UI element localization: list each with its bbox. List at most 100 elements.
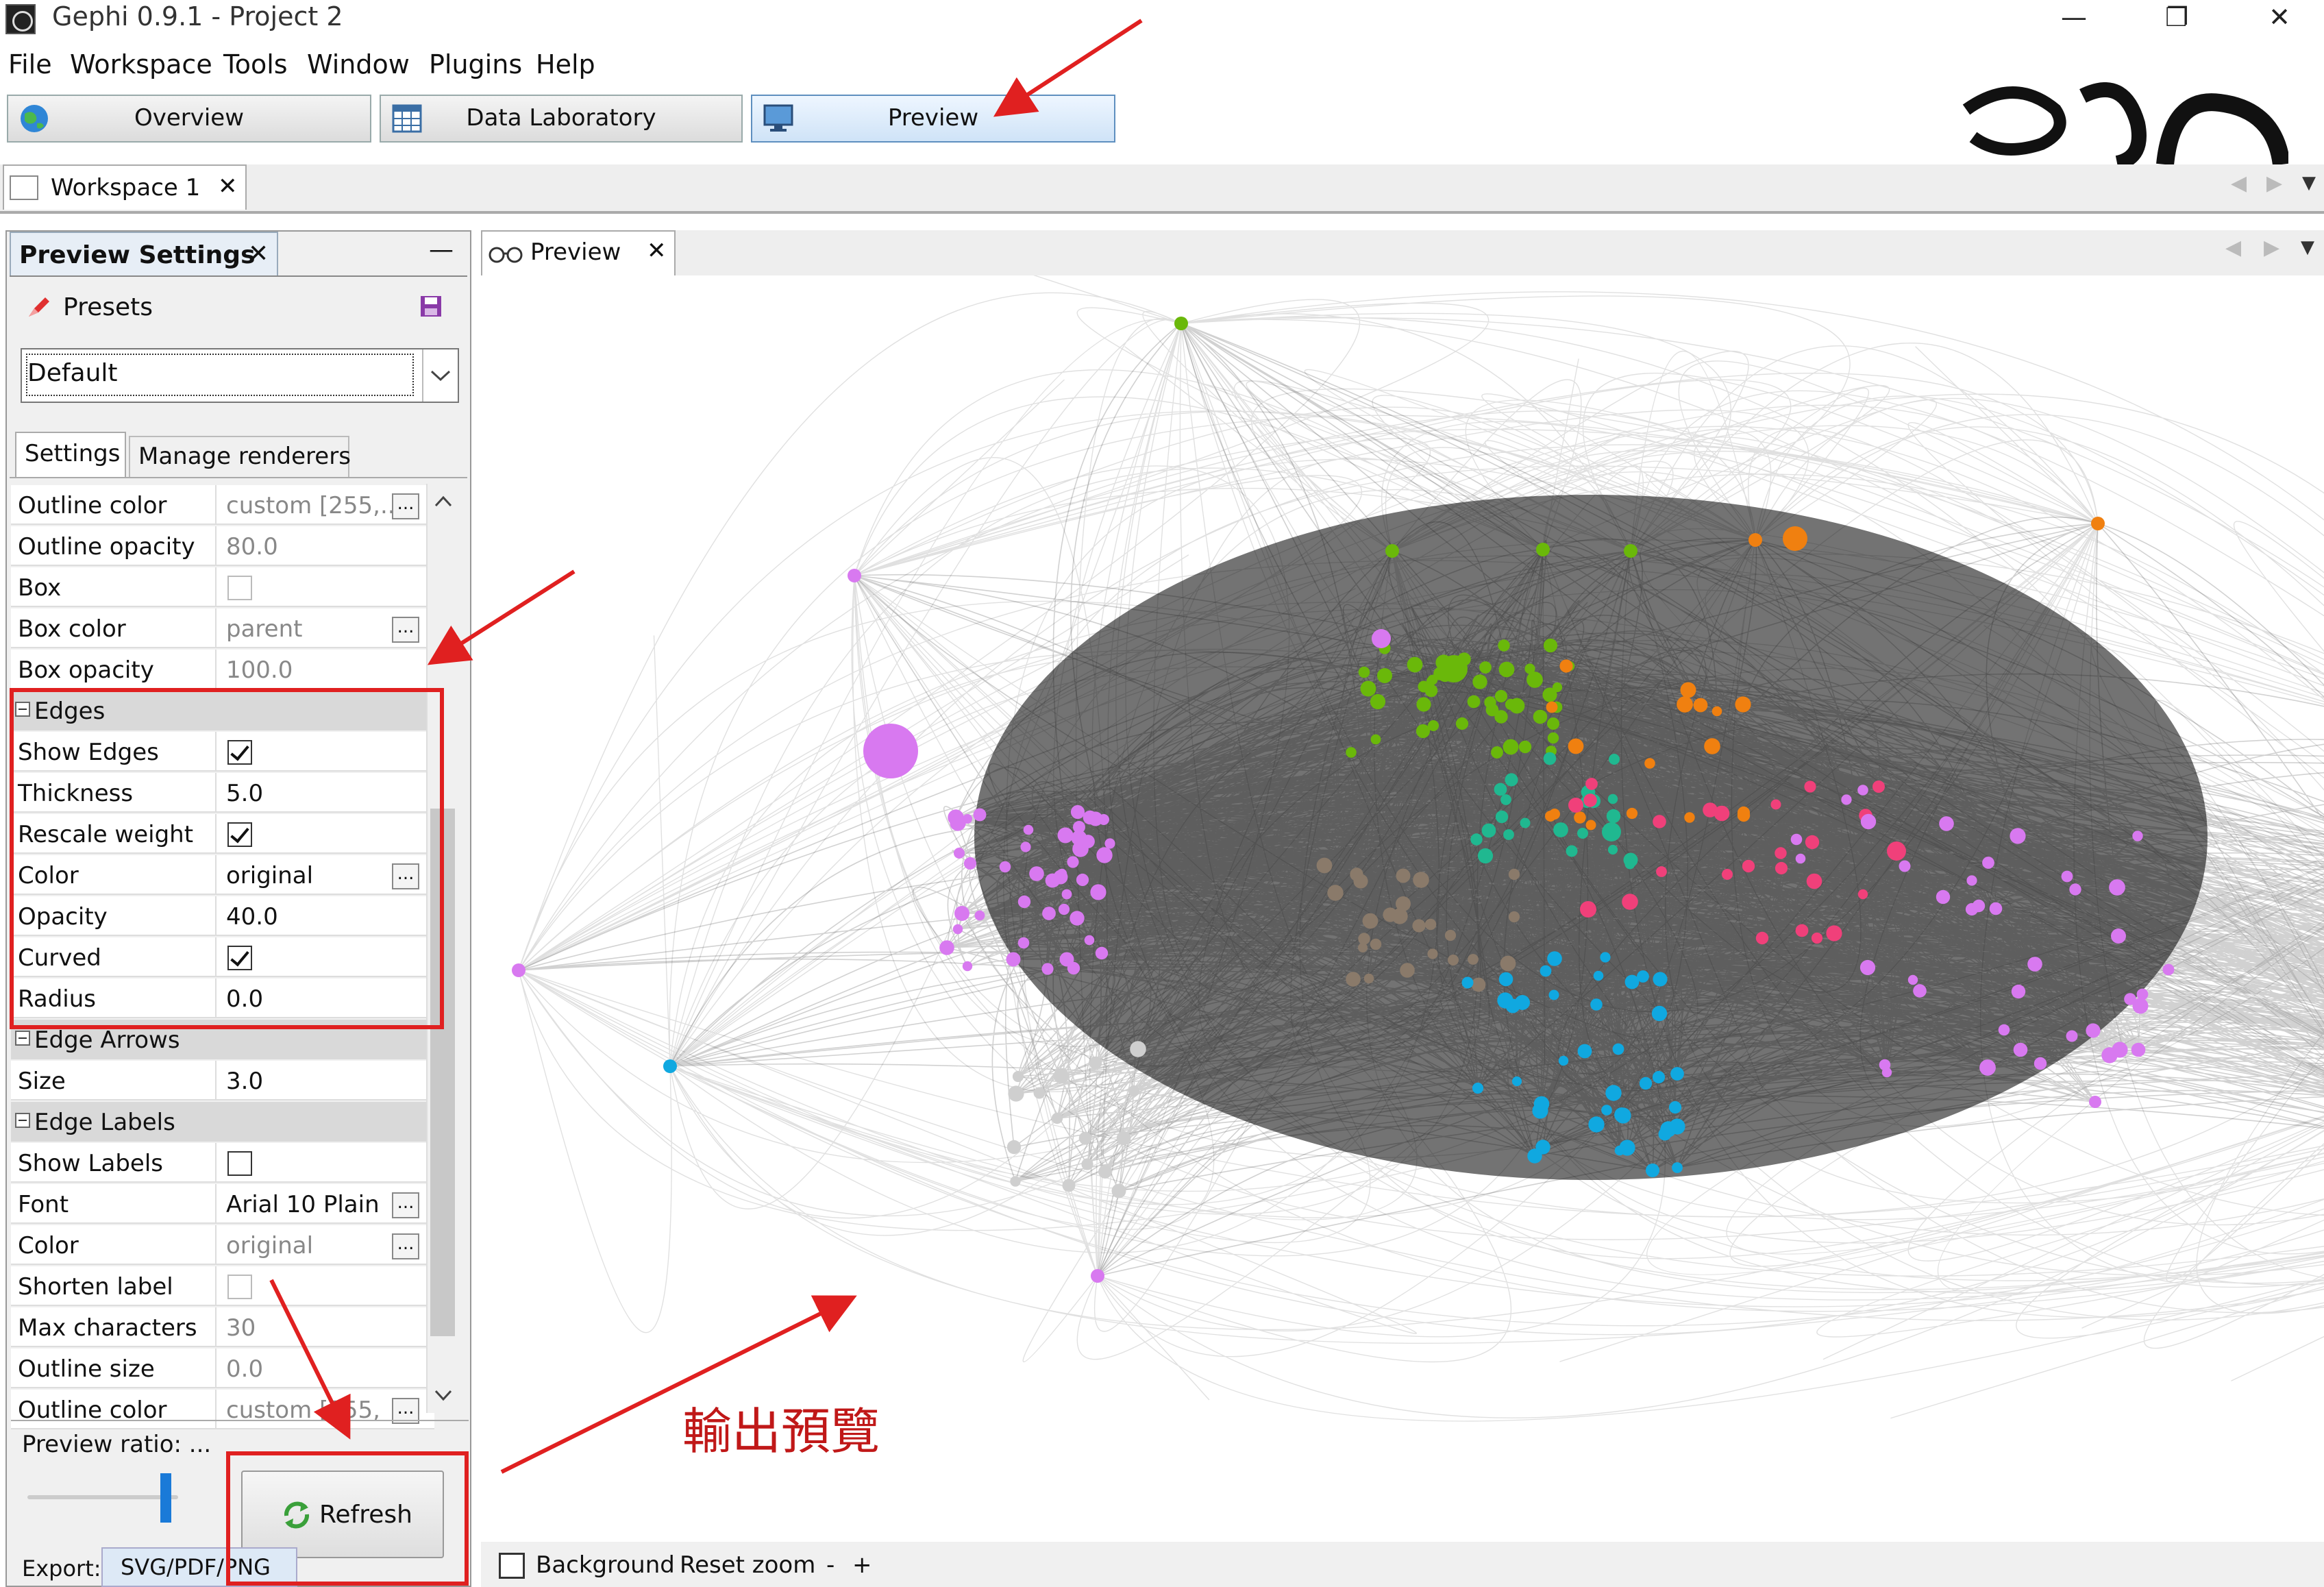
graph-node: [2013, 1042, 2028, 1057]
graph-node: [1073, 821, 1085, 833]
scroll-down-icon[interactable]: [433, 1387, 454, 1403]
menu-file[interactable]: File: [8, 49, 52, 79]
export-formats-button[interactable]: SVG/PDF/PNG: [101, 1547, 297, 1587]
preview-scroll-left-icon[interactable]: ◀: [2225, 236, 2242, 260]
property-row: Show Labels: [11, 1143, 434, 1183]
property-editor-button[interactable]: ...: [392, 1233, 419, 1259]
save-preset-icon[interactable]: [419, 295, 443, 318]
close-window-button[interactable]: ✕: [2269, 2, 2290, 32]
property-editor-button[interactable]: ...: [392, 617, 419, 643]
graph-node: [1558, 1055, 1569, 1066]
graph-node: [1939, 816, 1954, 831]
property-checkbox[interactable]: [227, 740, 252, 765]
graph-preview-canvas[interactable]: [481, 258, 2324, 1536]
menu-plugins[interactable]: Plugins: [429, 49, 523, 79]
property-value[interactable]: 80.0: [226, 533, 278, 561]
overview-perspective-button[interactable]: Overview: [7, 95, 371, 143]
graph-node: [954, 906, 969, 921]
restore-button[interactable]: ❐: [2164, 2, 2189, 32]
menu-help[interactable]: Help: [536, 49, 595, 79]
property-group[interactable]: Edge Labels: [11, 1102, 434, 1142]
graph-node: [1742, 859, 1755, 873]
menu-window[interactable]: Window: [307, 49, 410, 79]
graph-node: [1006, 1140, 1022, 1155]
workspace-tab[interactable]: Workspace 1 ✕: [3, 164, 247, 210]
tab-settings[interactable]: Settings: [15, 432, 126, 477]
property-checkbox[interactable]: [227, 1151, 252, 1176]
property-value[interactable]: 0.0: [226, 1355, 264, 1383]
zoom-in-button[interactable]: +: [852, 1551, 872, 1579]
property-editor-button[interactable]: ...: [392, 863, 419, 889]
preview-perspective-label: Preview: [887, 104, 979, 132]
graph-node: [1549, 809, 1560, 820]
menu-workspace[interactable]: Workspace: [70, 49, 212, 79]
property-value[interactable]: 30: [226, 1314, 256, 1342]
property-checkbox[interactable]: [227, 822, 252, 847]
property-editor-button[interactable]: ...: [392, 1398, 419, 1424]
property-row: Shorten label: [11, 1266, 434, 1306]
property-editor-button[interactable]: ...: [392, 493, 419, 519]
property-row: Rescale weight: [11, 814, 434, 854]
menu-tools[interactable]: Tools: [223, 49, 288, 79]
collapse-icon[interactable]: [15, 1113, 30, 1128]
property-value[interactable]: original: [226, 1232, 314, 1259]
property-value[interactable]: parent: [226, 615, 303, 643]
property-value[interactable]: 40.0: [226, 903, 278, 931]
graph-node: [1116, 1131, 1131, 1146]
property-name: Size: [18, 1068, 66, 1095]
background-checkbox[interactable]: [499, 1553, 525, 1579]
property-value[interactable]: 5.0: [226, 780, 264, 807]
graph-node: [1498, 639, 1510, 652]
reset-zoom-button[interactable]: Reset zoom: [680, 1551, 816, 1579]
property-checkbox[interactable]: [227, 946, 252, 970]
property-value[interactable]: 0.0: [226, 985, 264, 1013]
property-value[interactable]: original: [226, 862, 314, 889]
zoom-out-button[interactable]: -: [826, 1551, 835, 1579]
property-checkbox[interactable]: [227, 576, 252, 600]
property-name: Thickness: [18, 780, 134, 807]
graph-node: [1098, 1165, 1112, 1179]
tab-scroll-right-icon[interactable]: ▶: [2266, 171, 2283, 195]
preview-ratio-slider-thumb[interactable]: [160, 1473, 171, 1523]
preview-settings-close-icon[interactable]: ✕: [248, 240, 269, 268]
property-value[interactable]: custom [255,...: [226, 492, 403, 519]
preset-select[interactable]: Default: [21, 348, 459, 403]
preview-tab-list-icon[interactable]: ▼: [2301, 237, 2314, 258]
tab-scroll-left-icon[interactable]: ◀: [2231, 171, 2247, 195]
preview-tab-close-icon[interactable]: ✕: [647, 237, 667, 264]
graph-node: [2091, 517, 2105, 530]
graph-node: [1704, 738, 1720, 754]
collapse-icon[interactable]: [15, 1031, 30, 1046]
graph-node: [1383, 907, 1398, 922]
minimize-button[interactable]: —: [2061, 2, 2087, 32]
preview-tab-strip: [481, 230, 2324, 277]
graph-node: [1006, 952, 1021, 967]
graph-node: [1174, 317, 1188, 330]
property-checkbox[interactable]: [227, 1275, 252, 1299]
data-laboratory-perspective-button[interactable]: Data Laboratory: [380, 95, 743, 143]
scroll-up-icon[interactable]: [433, 493, 454, 510]
property-row: Curved: [11, 937, 434, 977]
tab-manage-renderers[interactable]: Manage renderers: [129, 436, 351, 477]
preview-perspective-button[interactable]: Preview: [751, 95, 1115, 143]
property-value[interactable]: 3.0: [226, 1068, 264, 1095]
preview-tab[interactable]: Preview ✕: [481, 230, 676, 275]
graph-node: [1095, 946, 1109, 960]
graph-node: [1668, 1100, 1682, 1114]
property-value[interactable]: Arial 10 Plain: [226, 1191, 380, 1218]
graph-node: [1574, 811, 1586, 824]
tab-list-dropdown-icon[interactable]: ▼: [2302, 173, 2316, 193]
panel-minimize-button[interactable]: —: [429, 236, 454, 264]
workspace-tab-close-icon[interactable]: ✕: [218, 173, 238, 200]
preview-settings-tab[interactable]: Preview Settings ✕: [10, 232, 278, 277]
property-group[interactable]: Edges: [11, 691, 434, 730]
property-name: Outline opacity: [18, 533, 195, 561]
collapse-icon[interactable]: [15, 702, 30, 717]
property-editor-button[interactable]: ...: [392, 1192, 419, 1218]
refresh-button[interactable]: Refresh: [241, 1471, 444, 1558]
property-value[interactable]: 100.0: [226, 656, 293, 684]
property-row: Outline opacity 80.0: [11, 526, 434, 566]
preview-ratio-slider-track[interactable]: [27, 1495, 178, 1499]
preview-scroll-right-icon[interactable]: ▶: [2264, 236, 2280, 260]
